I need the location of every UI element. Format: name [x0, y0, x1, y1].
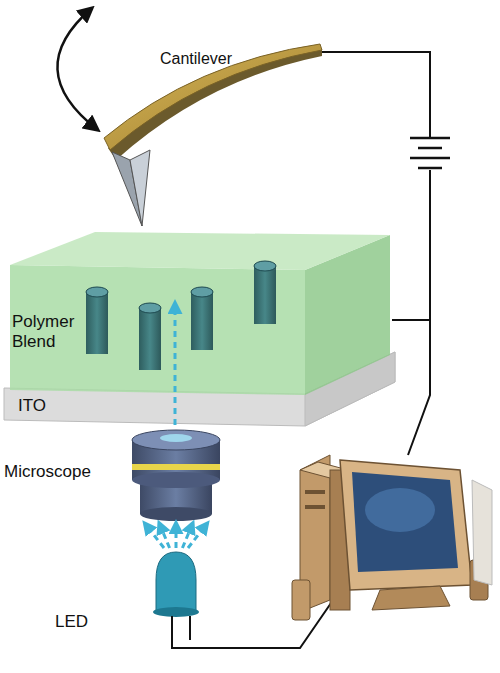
polymer-column [86, 287, 108, 297]
part-label: Microscope [4, 462, 91, 482]
cantilever [104, 44, 322, 226]
part-label: Polymer Blend [12, 312, 82, 351]
part-label: LED [55, 612, 88, 632]
led-light-ray [188, 525, 206, 548]
part-label: ITO [18, 396, 46, 416]
led-light-rays [146, 525, 206, 548]
polymer-column [191, 292, 213, 350]
motion-arrow [57, 8, 98, 130]
polymer-column [191, 287, 213, 297]
polymer-column [86, 292, 108, 354]
polymer-column [139, 308, 161, 370]
led-symbol [153, 552, 199, 640]
part-label: Cantilever [160, 50, 232, 68]
polymer-column [254, 266, 276, 324]
microscope [132, 430, 220, 521]
computer [292, 455, 492, 620]
polymer-blend-block [10, 232, 390, 395]
polymer-column [139, 303, 161, 313]
polymer-column [86, 261, 276, 370]
led-light-ray [160, 525, 170, 548]
light-path [174, 305, 177, 425]
battery-symbol [410, 138, 450, 168]
led-light-ray [175, 525, 178, 548]
polymer-column [254, 261, 276, 271]
